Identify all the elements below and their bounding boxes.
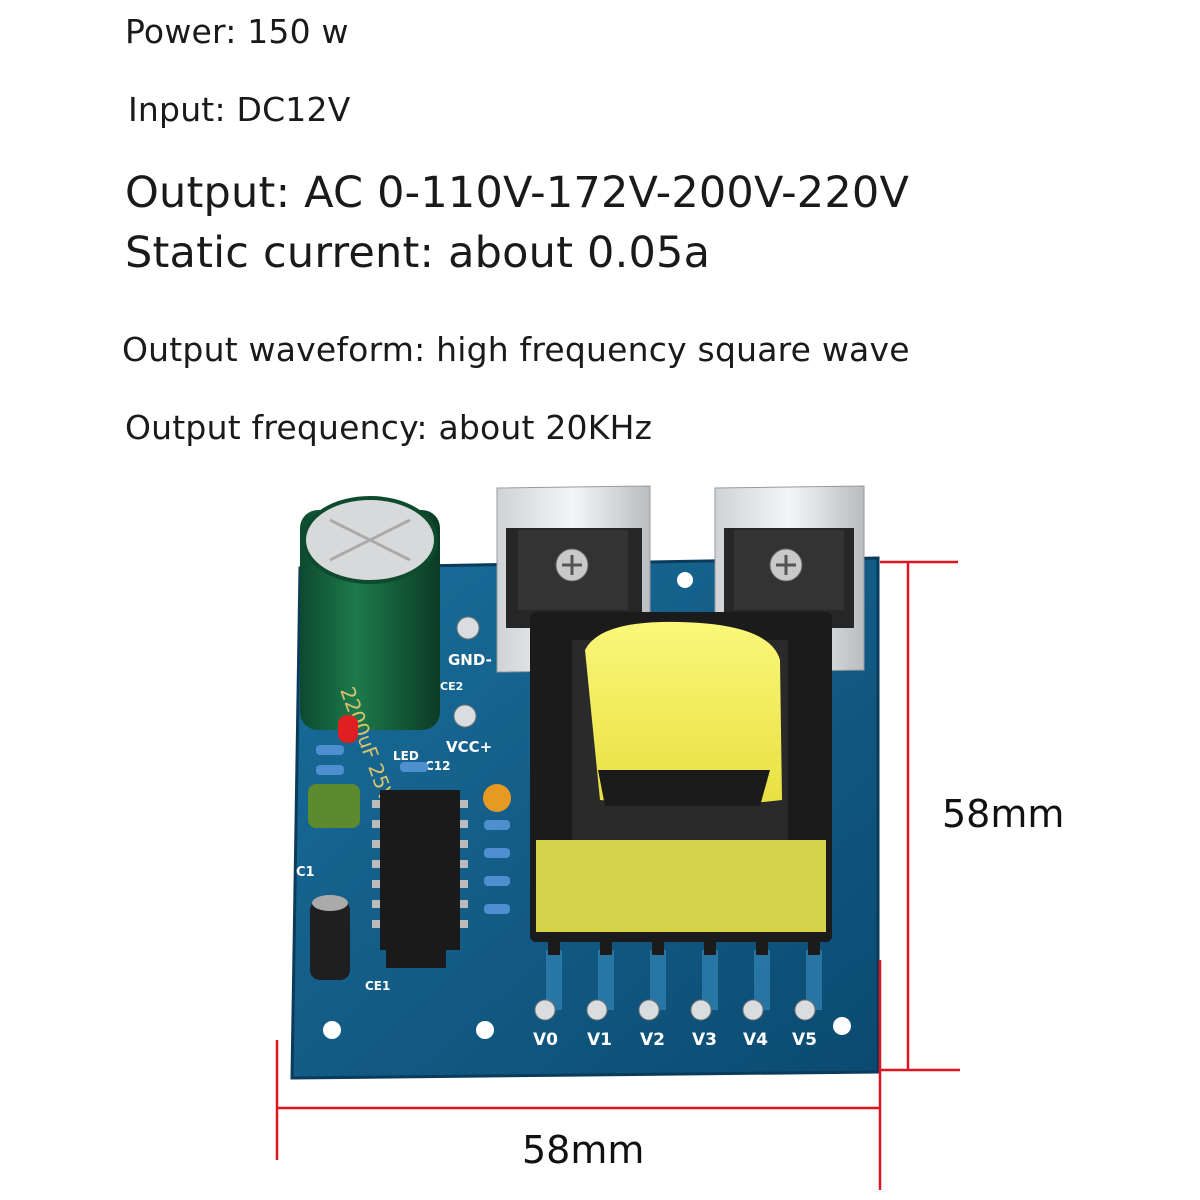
- ic-chip: [372, 790, 468, 968]
- height-dimension-label: 58mm: [942, 792, 1065, 836]
- output-label-v3: V3: [692, 1030, 717, 1050]
- spec-waveform: Output waveform: high frequency square w…: [122, 330, 910, 369]
- spec-input: Input: DC12V: [128, 90, 351, 129]
- output-label-v0: V0: [533, 1030, 558, 1050]
- ceramic-capacitor: [483, 784, 511, 812]
- silk-vcc: VCC+: [446, 738, 492, 756]
- led: [338, 715, 358, 743]
- film-capacitor: [308, 784, 360, 828]
- output-label-v1: V1: [587, 1030, 612, 1050]
- dimension-lines: [275, 560, 960, 1190]
- silk-c12: C12: [425, 759, 451, 773]
- spec-output: Output: AC 0-110V-172V-200V-220V: [125, 168, 910, 218]
- spec-static-current: Static current: about 0.05a: [125, 228, 711, 278]
- small-capacitor: [310, 900, 350, 980]
- spec-frequency: Output frequency: about 20KHz: [125, 408, 653, 447]
- silk-ce1: CE1: [365, 979, 390, 993]
- output-label-v4: V4: [743, 1030, 768, 1050]
- output-pads: [534, 999, 816, 1021]
- width-dimension-label: 58mm: [522, 1128, 645, 1172]
- output-label-v5: V5: [792, 1030, 817, 1050]
- transformer: [530, 612, 832, 955]
- silk-ce2: CE2: [440, 680, 463, 693]
- electrolytic-capacitor: 2200uF 25V: [300, 496, 440, 805]
- spec-power: Power: 150 w: [125, 12, 349, 51]
- silk-gnd: GND-: [448, 651, 492, 669]
- output-label-v2: V2: [640, 1030, 665, 1050]
- silk-led: LED: [393, 749, 419, 763]
- silk-c1: C1: [296, 865, 315, 880]
